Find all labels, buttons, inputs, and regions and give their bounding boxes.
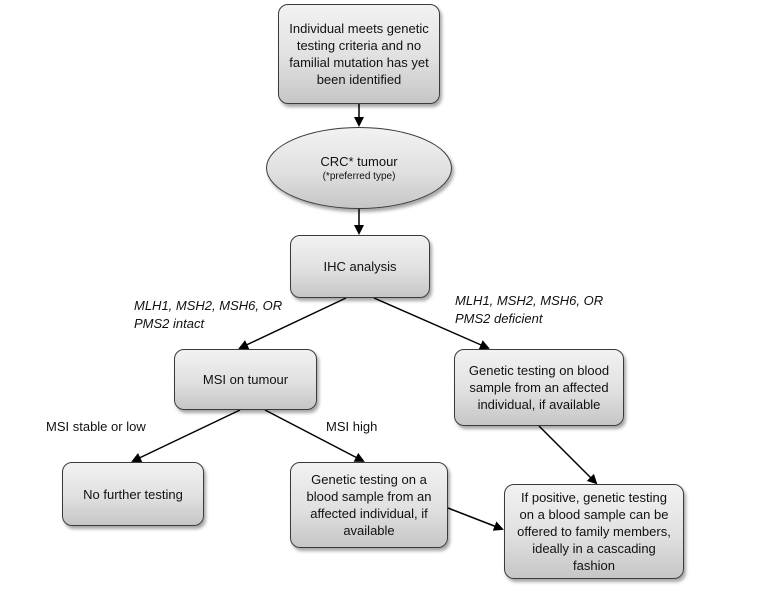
node-crc-note-text: (*preferred type) <box>322 170 396 182</box>
node-genetic-deficient: Genetic testing on blood sample from an … <box>454 349 624 426</box>
node-msi-text: MSI on tumour <box>202 372 289 387</box>
arrow-ihc-to-msi <box>238 297 347 350</box>
node-genetic-msi-high-text: Genetic testing on a blood sample from a… <box>306 472 432 538</box>
node-no-further-testing: No further testing <box>62 462 204 526</box>
node-genetic-deficient-text: Genetic testing on blood sample from an … <box>468 363 610 412</box>
arrow-ihc-to-genetic-deficient <box>373 297 490 350</box>
node-ihc-analysis: IHC analysis <box>290 235 430 298</box>
node-no-further-text: No further testing <box>83 486 183 502</box>
node-positive-text: If positive, genetic testing on a blood … <box>517 490 671 573</box>
edge-label-intact: MLH1, MSH2, MSH6, OR PMS2 intact <box>134 298 283 331</box>
node-ihc-text: IHC analysis <box>323 259 397 274</box>
node-msi-on-tumour: MSI on tumour <box>174 349 317 410</box>
node-start: Individual meets genetic testing criteri… <box>278 4 440 104</box>
edge-label-msi-high: MSI high <box>326 419 378 434</box>
node-positive-family: If positive, genetic testing on a blood … <box>504 484 684 579</box>
node-start-text: Individual meets genetic testing criteri… <box>289 21 429 87</box>
arrow-msi-to-genetic-msi-high <box>264 409 365 462</box>
arrow-genetic-msi-high-to-positive <box>447 507 504 531</box>
edge-label-msi-stable: MSI stable or low <box>46 419 146 434</box>
node-crc-tumour: CRC* tumour (*preferred type) <box>266 127 452 209</box>
arrow-msi-to-no-further <box>131 409 241 463</box>
node-genetic-msi-high: Genetic testing on a blood sample from a… <box>290 462 448 548</box>
arrow-genetic-deficient-to-positive <box>538 425 598 485</box>
node-crc-main-text: CRC* tumour <box>320 153 398 169</box>
edge-label-deficient: MLH1, MSH2, MSH6, OR PMS2 deficient <box>455 293 604 326</box>
